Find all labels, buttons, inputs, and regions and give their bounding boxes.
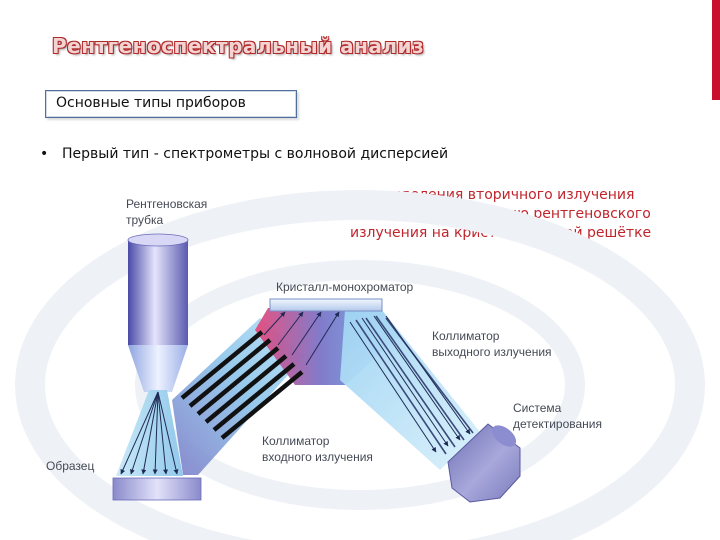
diffracted-rays bbox=[349, 315, 471, 453]
slide-title: Рентгеноспектральный анализ bbox=[52, 34, 425, 58]
diagram-labels: Рентгеновская трубка Кристалл-монохромат… bbox=[46, 197, 602, 473]
accent-bar bbox=[712, 0, 720, 100]
label-out-coll-line1: Коллиматор bbox=[432, 329, 500, 343]
incident-rays bbox=[263, 311, 340, 366]
xray-tube bbox=[127, 233, 189, 392]
bullet-text: Первый тип - спектрометры с волновой дис… bbox=[62, 146, 449, 162]
bullet-item: • Первый тип - спектрометры с волновой ди… bbox=[40, 146, 448, 162]
label-crystal: Кристалл-монохроматор bbox=[276, 280, 414, 294]
detector bbox=[447, 423, 521, 503]
input-collimator bbox=[180, 330, 304, 440]
label-tube-line2: трубка bbox=[126, 213, 164, 227]
label-in-coll-line2: входного излучения bbox=[262, 450, 373, 464]
crystal-monochromator bbox=[269, 298, 383, 312]
label-detector-line1: Система bbox=[513, 401, 562, 415]
label-in-coll-line1: Коллиматор bbox=[262, 434, 330, 448]
bullet-dot: • bbox=[40, 146, 49, 162]
slide-subtitle: Основные типы приборов bbox=[56, 95, 246, 111]
label-out-coll-line2: выходного излучения bbox=[432, 345, 552, 359]
sample bbox=[112, 477, 202, 501]
label-tube-line1: Рентгеновская bbox=[126, 197, 207, 211]
label-sample: Образец bbox=[46, 459, 94, 473]
primary-beam bbox=[116, 390, 183, 476]
subtitle-box: Основные типы приборов bbox=[45, 90, 297, 118]
label-detector-line2: детектирования bbox=[513, 417, 602, 431]
